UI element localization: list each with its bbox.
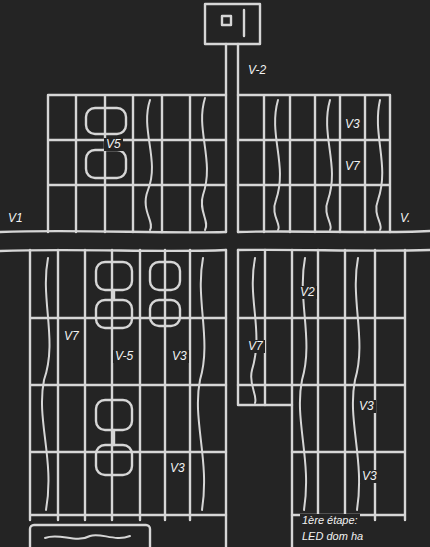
lower-grid bbox=[30, 250, 405, 520]
upper-grid bbox=[48, 95, 390, 232]
note-text: LED dom ha bbox=[300, 530, 365, 543]
road-label: V3 bbox=[170, 350, 189, 363]
road-label: V3 bbox=[360, 470, 379, 483]
road-label: V2 bbox=[298, 286, 317, 299]
road-label: V7 bbox=[246, 340, 265, 353]
road-label: V7 bbox=[343, 160, 362, 173]
road-label: V1 bbox=[6, 212, 25, 225]
road-label: V3 bbox=[343, 118, 362, 131]
top-building bbox=[205, 4, 260, 44]
note-text: 1ère étape: bbox=[300, 514, 360, 527]
road-label: V-5 bbox=[113, 350, 135, 363]
road-label: V3 bbox=[168, 462, 187, 475]
road-label: V3 bbox=[357, 400, 376, 413]
bottom-panel bbox=[30, 525, 150, 547]
road-label: V. bbox=[398, 212, 412, 225]
road-label: V7 bbox=[62, 330, 81, 343]
road-label: V5 bbox=[104, 138, 123, 151]
road-v1 bbox=[0, 231, 430, 251]
road-label: V-2 bbox=[246, 64, 268, 77]
top-building-mark bbox=[222, 16, 231, 25]
road-v2 bbox=[226, 44, 292, 547]
